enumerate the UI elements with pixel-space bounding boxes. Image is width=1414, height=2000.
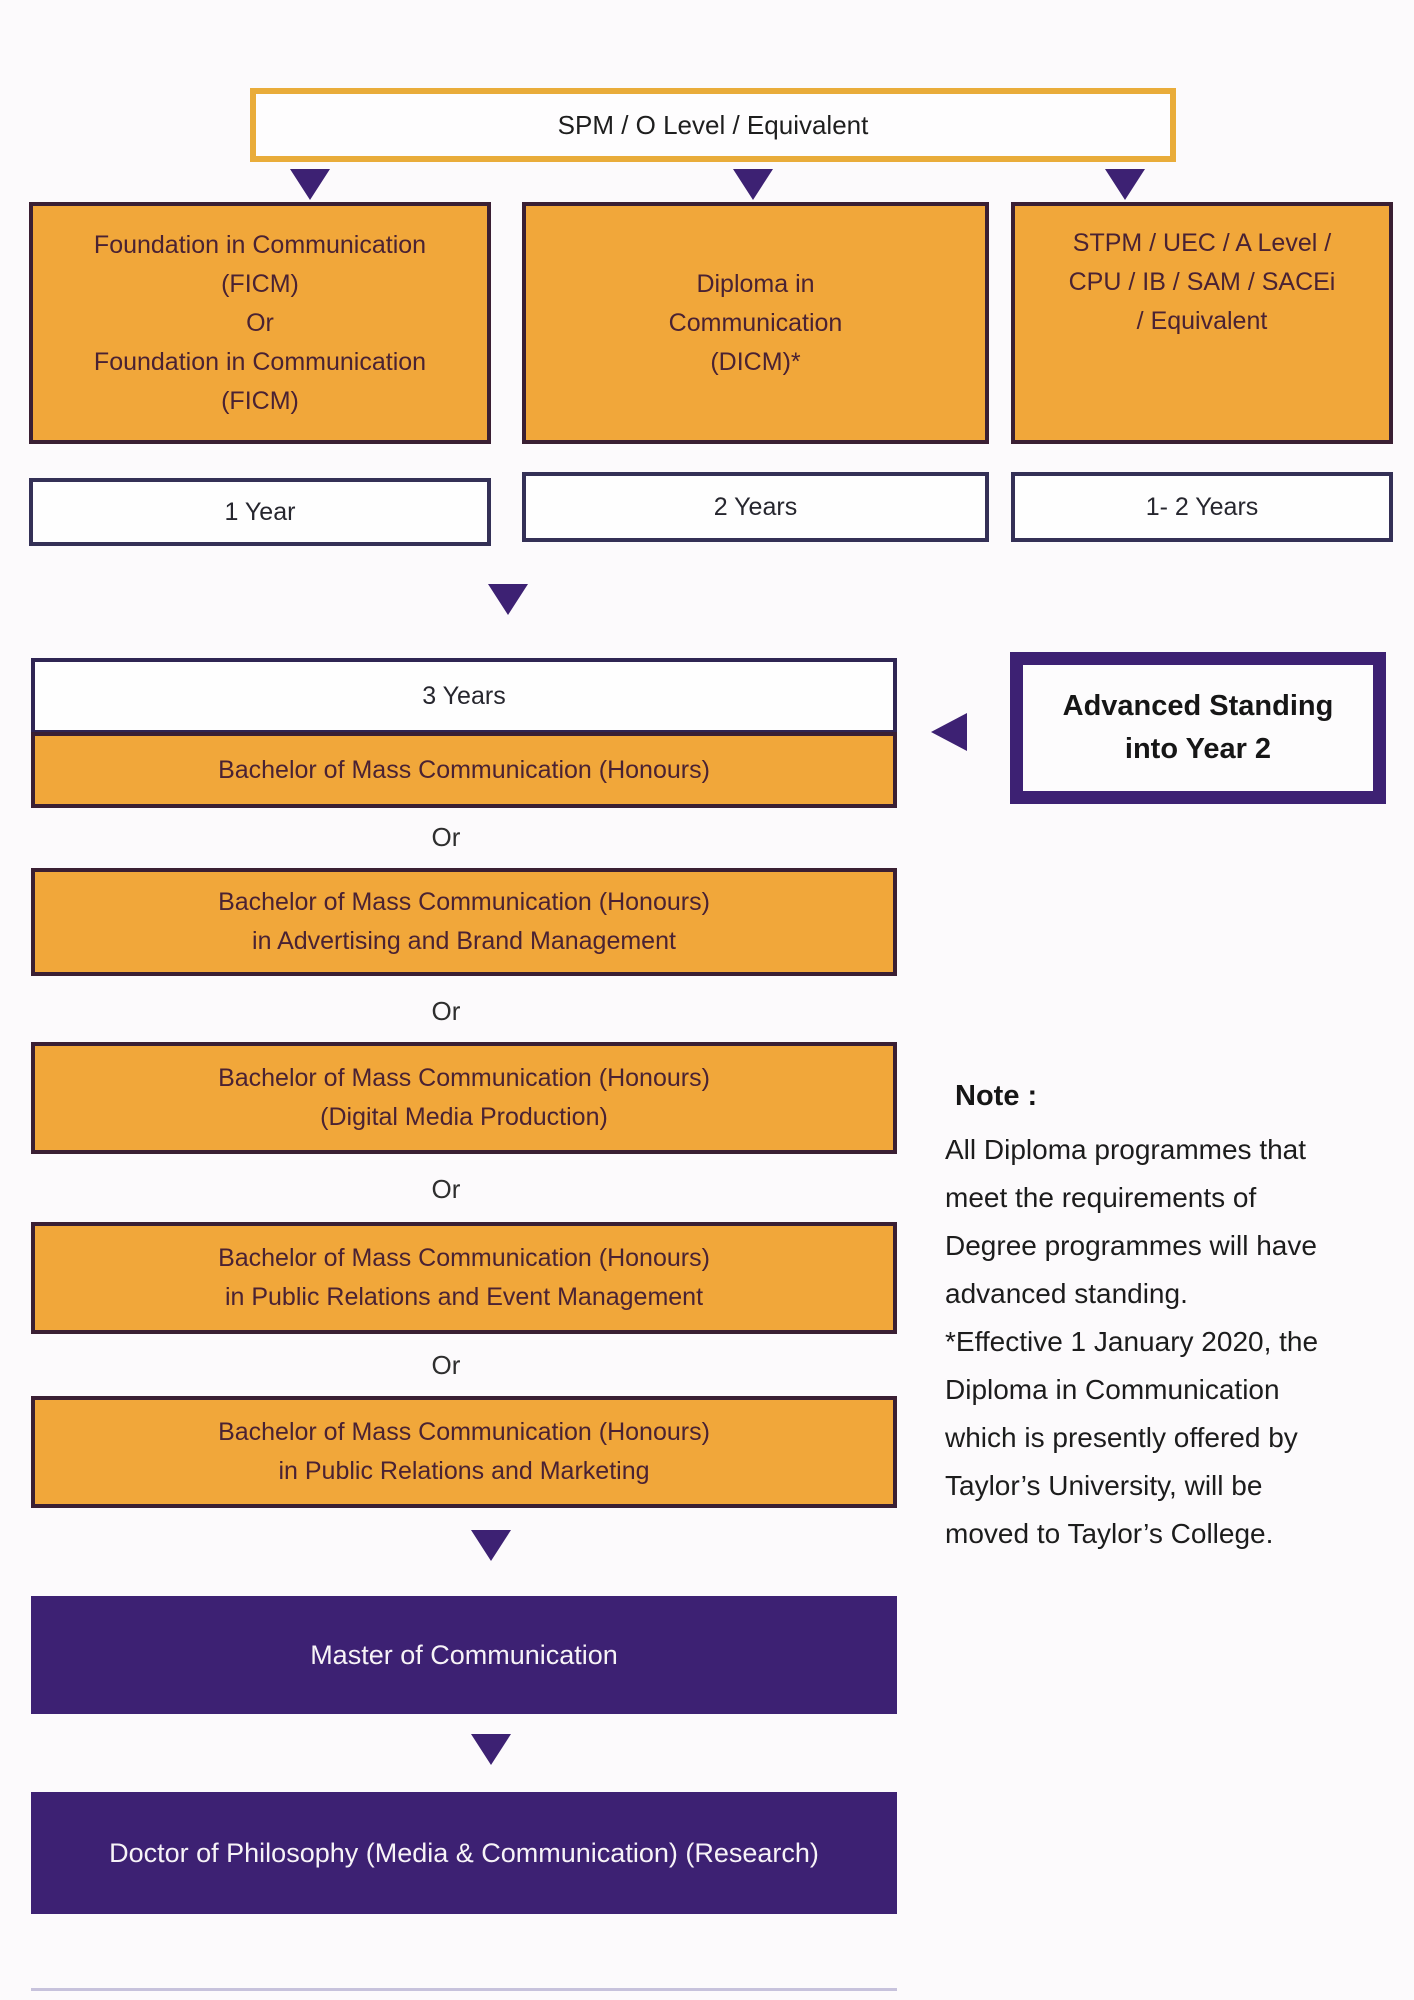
- left-arrow-icon: [931, 713, 967, 751]
- down-arrow-icon: [733, 169, 773, 200]
- degree-box-5: Bachelor of Mass Communication (Honours)…: [31, 1396, 897, 1508]
- pathway-foundation-label: Foundation in Communication (FICM) Or Fo…: [93, 230, 427, 415]
- down-arrow-icon: [471, 1734, 511, 1765]
- duration-stpm-label: 1- 2 Years: [1145, 492, 1259, 521]
- advanced-standing-box: Advanced Standing into Year 2: [1010, 652, 1386, 804]
- pathway-box-foundation: Foundation in Communication (FICM) Or Fo…: [29, 202, 491, 444]
- master-label: Master of Communication: [310, 1640, 618, 1670]
- entry-qualification-box: SPM / O Level / Equivalent: [250, 88, 1176, 162]
- degree-box-2: Bachelor of Mass Communication (Honours)…: [31, 868, 897, 976]
- phd-box: Doctor of Philosophy (Media & Communicat…: [31, 1792, 897, 1914]
- or-label: Or: [431, 1174, 461, 1204]
- advanced-standing-label: Advanced Standing into Year 2: [1062, 690, 1334, 765]
- down-arrow-icon: [471, 1530, 511, 1561]
- pathway-box-diploma: Diploma in Communication (DICM)*: [522, 202, 989, 444]
- phd-label: Doctor of Philosophy (Media & Communicat…: [109, 1838, 819, 1868]
- down-arrow-icon: [290, 169, 330, 200]
- duration-box-foundation: 1 Year: [29, 478, 491, 546]
- or-label: Or: [431, 822, 461, 852]
- pathway-diploma-label: Diploma in Communication (DICM)*: [668, 269, 843, 376]
- duration-diploma-label: 2 Years: [713, 492, 798, 521]
- or-label: Or: [431, 1350, 461, 1380]
- degree-box-1: Bachelor of Mass Communication (Honours): [31, 732, 897, 808]
- degree-1-label: Bachelor of Mass Communication (Honours): [218, 755, 710, 784]
- bottom-crop-line: [31, 1988, 897, 1991]
- degree-duration-box: 3 Years: [31, 658, 897, 734]
- duration-foundation-label: 1 Year: [224, 497, 296, 526]
- or-label: Or: [431, 996, 461, 1026]
- note-title: Note :: [955, 1080, 1038, 1112]
- degree-3-label: Bachelor of Mass Communication (Honours)…: [218, 1064, 710, 1131]
- degree-4-label: Bachelor of Mass Communication (Honours)…: [218, 1244, 710, 1311]
- note-body: All Diploma programmes that meet the req…: [945, 1134, 1319, 1549]
- duration-box-diploma: 2 Years: [522, 472, 989, 542]
- duration-box-stpm: 1- 2 Years: [1011, 472, 1393, 542]
- master-box: Master of Communication: [31, 1596, 897, 1714]
- down-arrow-icon: [488, 584, 528, 615]
- pathway-stpm-label: STPM / UEC / A Level / CPU / IB / SAM / …: [1068, 229, 1336, 335]
- degree-2-label: Bachelor of Mass Communication (Honours)…: [218, 888, 710, 955]
- entry-qualification-label: SPM / O Level / Equivalent: [557, 109, 869, 140]
- degree-duration-label: 3 Years: [422, 681, 506, 710]
- down-arrow-icon: [1105, 169, 1145, 200]
- degree-box-4: Bachelor of Mass Communication (Honours)…: [31, 1222, 897, 1334]
- degree-box-3: Bachelor of Mass Communication (Honours)…: [31, 1042, 897, 1154]
- pathway-box-stpm: STPM / UEC / A Level / CPU / IB / SAM / …: [1011, 202, 1393, 444]
- degree-5-label: Bachelor of Mass Communication (Honours)…: [218, 1418, 710, 1485]
